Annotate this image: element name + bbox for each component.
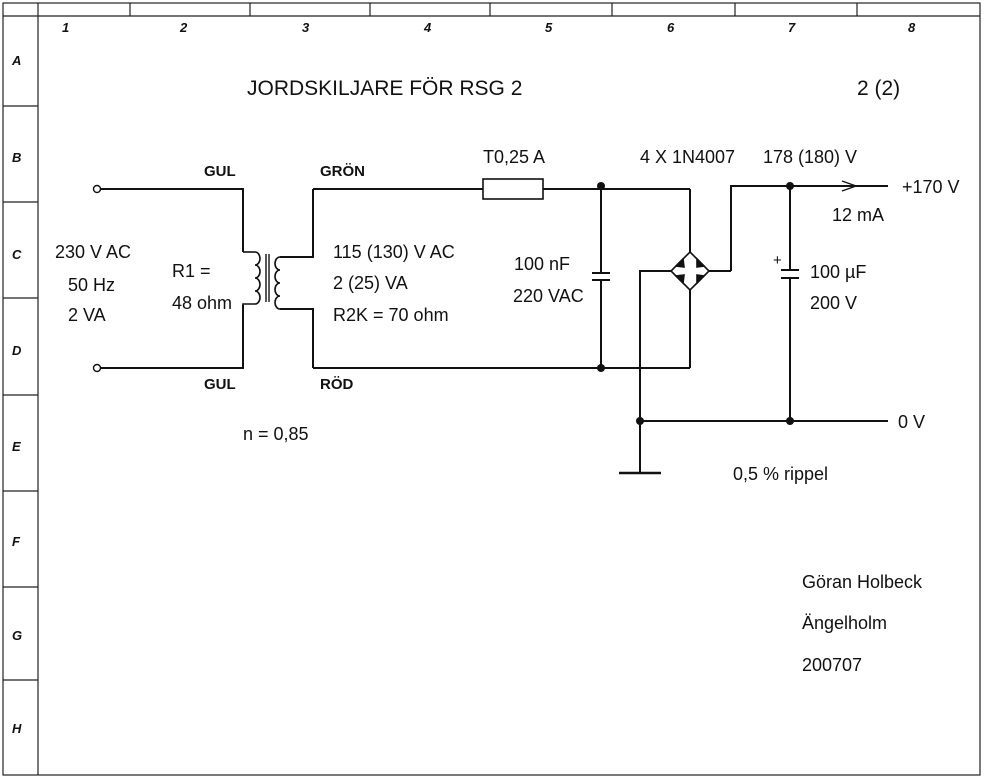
grid-row-g: G	[12, 628, 23, 643]
secondary-wiring	[313, 178, 691, 369]
fuse-label: T0,25 A	[483, 147, 546, 167]
grid-row-e: E	[12, 439, 21, 454]
ground-voltage-label: 0 V	[898, 412, 926, 432]
capacitor2-polarity: +	[773, 252, 782, 269]
bridge-rectifier-symbol	[639, 185, 790, 421]
grid-col-6: 6	[667, 20, 675, 35]
secondary-voltage-label: 115 (130) V AC	[333, 242, 455, 262]
capacitor-100nf-symbol	[592, 182, 610, 372]
grid-col-4: 4	[424, 20, 432, 35]
output-voltage-label: +170 V	[902, 177, 960, 197]
grid-col-7: 7	[788, 20, 796, 35]
primary-bottom-wire-label: GUL	[204, 376, 236, 393]
output-stage	[619, 180, 888, 475]
capacitor2-value: 100 µF	[810, 262, 867, 282]
drawing-date: 200707	[802, 655, 863, 675]
r1-label: R1 =	[172, 261, 211, 281]
grid-row-b: B	[12, 150, 22, 165]
capacitor2-rating: 200 V	[810, 293, 858, 313]
input-power-label: 2 VA	[68, 305, 106, 325]
grid-col-5: 5	[545, 20, 553, 35]
grid-row-f: F	[12, 534, 20, 549]
turns-ratio-label: n = 0,85	[243, 424, 309, 444]
grid-col-3: 3	[302, 20, 310, 35]
grid-col-1: 1	[62, 20, 70, 35]
input-terminals	[92, 184, 244, 373]
author-name: Göran Holbeck	[802, 572, 923, 592]
r1-value: 48 ohm	[172, 293, 233, 313]
author-place: Ängelholm	[802, 613, 888, 633]
ripple-label: 0,5 % rippel	[733, 464, 829, 484]
r2k-label: R2K = 70 ohm	[333, 305, 449, 325]
page-number: 2 (2)	[857, 77, 901, 100]
dc-voltage-label: 178 (180) V	[763, 147, 858, 167]
bridge-rectifier-label: 4 X 1N4007	[640, 147, 736, 167]
output-current-label: 12 mA	[832, 205, 885, 225]
grid-row-d: D	[12, 343, 22, 358]
capacitor1-value: 100 nF	[514, 254, 571, 274]
secondary-power-label: 2 (25) VA	[333, 273, 408, 293]
schematic-title: JORDSKILJARE FÖR RSG 2	[247, 77, 523, 100]
input-frequency-label: 50 Hz	[68, 275, 116, 295]
transformer-symbol	[242, 189, 314, 368]
secondary-bottom-wire-label: RÖD	[320, 376, 354, 393]
grid-row-c: C	[12, 247, 22, 262]
capacitor1-rating: 220 VAC	[513, 286, 584, 306]
grid-col-8: 8	[908, 20, 916, 35]
input-voltage-label: 230 V AC	[55, 242, 132, 262]
primary-top-wire-label: GUL	[204, 163, 236, 180]
grid-col-2: 2	[180, 20, 188, 35]
secondary-top-wire-label: GRÖN	[320, 163, 365, 180]
grid-row-a: A	[12, 53, 22, 68]
grid-row-h: H	[12, 721, 22, 736]
